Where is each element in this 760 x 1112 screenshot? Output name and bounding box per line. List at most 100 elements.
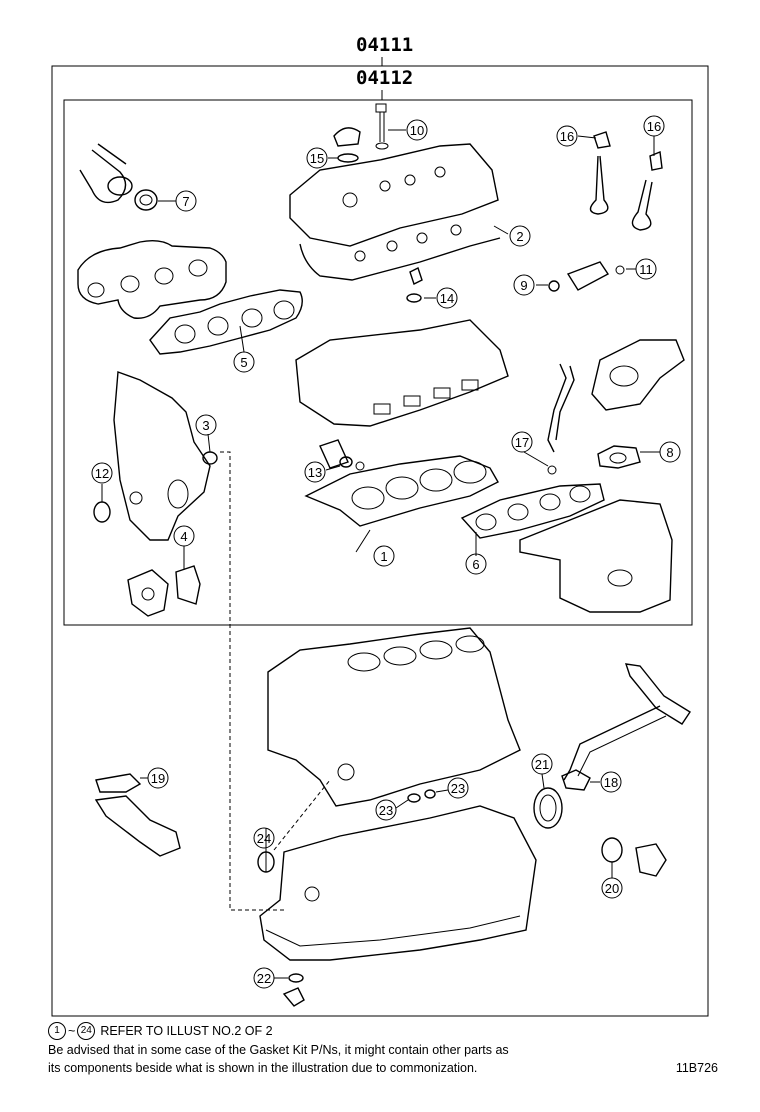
part-19-strainer-gasket <box>95 773 142 793</box>
water-pump-sketch <box>127 569 169 617</box>
callout-16-a: 16 <box>556 125 578 147</box>
svg-text:17: 17 <box>515 435 529 450</box>
cylinder-head-sketch <box>295 319 509 427</box>
callout-2: 2 <box>509 225 531 247</box>
svg-text:1: 1 <box>380 549 387 564</box>
svg-text:24: 24 <box>257 831 271 846</box>
oil-pan-plug-sketch <box>282 987 305 1007</box>
svg-text:6: 6 <box>472 557 479 572</box>
reference-note: 1 ~ 24 REFER TO ILLUST NO.2 OF 2 <box>48 1022 273 1040</box>
pcv-valve-sketch <box>548 261 625 292</box>
commonization-note-line-2: its components beside what is shown in t… <box>48 1061 478 1075</box>
ref-end-badge: 24 <box>77 1022 96 1040</box>
callout-8: 8 <box>659 441 681 463</box>
oil-strainer-sketch <box>94 795 181 857</box>
oil-pan-sketch <box>259 805 537 961</box>
intake-pipe-sketch <box>79 143 133 204</box>
timing-cover-sketch <box>113 371 211 541</box>
breather-sketch <box>406 267 423 303</box>
part-4-pump-gasket <box>175 565 201 605</box>
callout-13: 13 <box>304 461 326 483</box>
svg-text:14: 14 <box>440 291 454 306</box>
svg-text:19: 19 <box>151 771 165 786</box>
ref-start-badge: 1 <box>48 1022 66 1040</box>
valve-cover-sketch <box>289 143 501 281</box>
callout-1: 1 <box>373 545 395 567</box>
cylinder-block-sketch <box>267 627 521 807</box>
ref-text: REFER TO ILLUST NO.2 OF 2 <box>100 1024 273 1038</box>
callout-10: 10 <box>406 119 428 141</box>
callout-12: 12 <box>91 462 113 484</box>
intake-manifold-sketch <box>519 499 673 613</box>
part-21-rear-oil-seal <box>533 787 563 829</box>
svg-text:7: 7 <box>182 194 189 209</box>
oil-cap-sketch <box>333 127 361 163</box>
part-23-o-ring-b <box>424 789 436 799</box>
svg-text:16: 16 <box>560 129 574 144</box>
part-22-washer <box>288 973 304 983</box>
part-20-seal <box>601 837 623 863</box>
callout-16-b: 16 <box>643 115 665 137</box>
callout-7: 7 <box>175 190 197 212</box>
svg-text:10: 10 <box>410 123 424 138</box>
part-18-gasket <box>561 769 591 791</box>
callout-22: 22 <box>253 967 275 989</box>
callout-9: 9 <box>513 274 535 296</box>
svg-text:23: 23 <box>451 781 465 796</box>
callout-19: 19 <box>147 767 169 789</box>
svg-text:16: 16 <box>647 119 661 134</box>
callout-23-b: 23 <box>447 777 469 799</box>
inner-kit-code: 04112 <box>356 67 413 89</box>
callout-leaders <box>101 129 660 979</box>
svg-text:13: 13 <box>308 465 322 480</box>
callout-24: 24 <box>253 827 275 849</box>
dashed-guide-24 <box>273 779 331 851</box>
part-23-o-ring-a <box>407 793 421 803</box>
water-outlet-sketch <box>591 339 685 411</box>
callout-4: 4 <box>173 525 195 547</box>
callout-11: 11 <box>635 258 657 280</box>
callout-18: 18 <box>600 771 622 793</box>
exhaust-manifold-sketch <box>77 239 227 319</box>
callout-23-a: 23 <box>375 799 397 821</box>
callout-14: 14 <box>436 287 458 309</box>
oil-dipstick-sketch <box>563 663 691 781</box>
svg-text:15: 15 <box>310 151 324 166</box>
part-12-oil-seal <box>93 501 111 523</box>
svg-text:11: 11 <box>639 262 653 277</box>
svg-text:2: 2 <box>516 229 523 244</box>
part-6-intake-gasket <box>460 483 605 539</box>
inner-kit-frame <box>63 99 693 626</box>
dashed-guide-left <box>220 451 284 911</box>
callout-15: 15 <box>306 147 328 169</box>
svg-text:22: 22 <box>257 971 271 986</box>
figure-id: 11B726 <box>675 1061 718 1075</box>
callout-21: 21 <box>531 753 553 775</box>
valves-sketch <box>589 131 663 231</box>
callout-20: 20 <box>601 877 623 899</box>
callout-5: 5 <box>233 351 255 373</box>
svg-text:21: 21 <box>535 757 549 772</box>
bolt-sketch <box>375 103 389 150</box>
part-1-head-gasket <box>304 455 499 527</box>
svg-text:5: 5 <box>240 355 247 370</box>
outer-kit-frame <box>51 65 709 1017</box>
drain-plug-sketch <box>635 843 667 877</box>
ref-tilde: ~ <box>68 1024 76 1038</box>
commonization-note-line-1: Be advised that in some case of the Gask… <box>48 1043 509 1057</box>
svg-text:9: 9 <box>520 278 527 293</box>
dipstick-guide-sketch <box>547 363 575 475</box>
svg-text:4: 4 <box>180 529 187 544</box>
part-7-seal-ring <box>134 189 158 211</box>
callout-3: 3 <box>195 414 217 436</box>
svg-text:8: 8 <box>666 445 673 460</box>
outer-kit-code: 04111 <box>356 34 413 56</box>
svg-text:20: 20 <box>605 881 619 896</box>
part-8-gasket <box>597 445 641 469</box>
svg-text:12: 12 <box>95 466 109 481</box>
callout-6: 6 <box>465 553 487 575</box>
part-13-tube-seal <box>319 439 365 471</box>
svg-text:3: 3 <box>202 418 209 433</box>
callout-17: 17 <box>511 431 533 453</box>
